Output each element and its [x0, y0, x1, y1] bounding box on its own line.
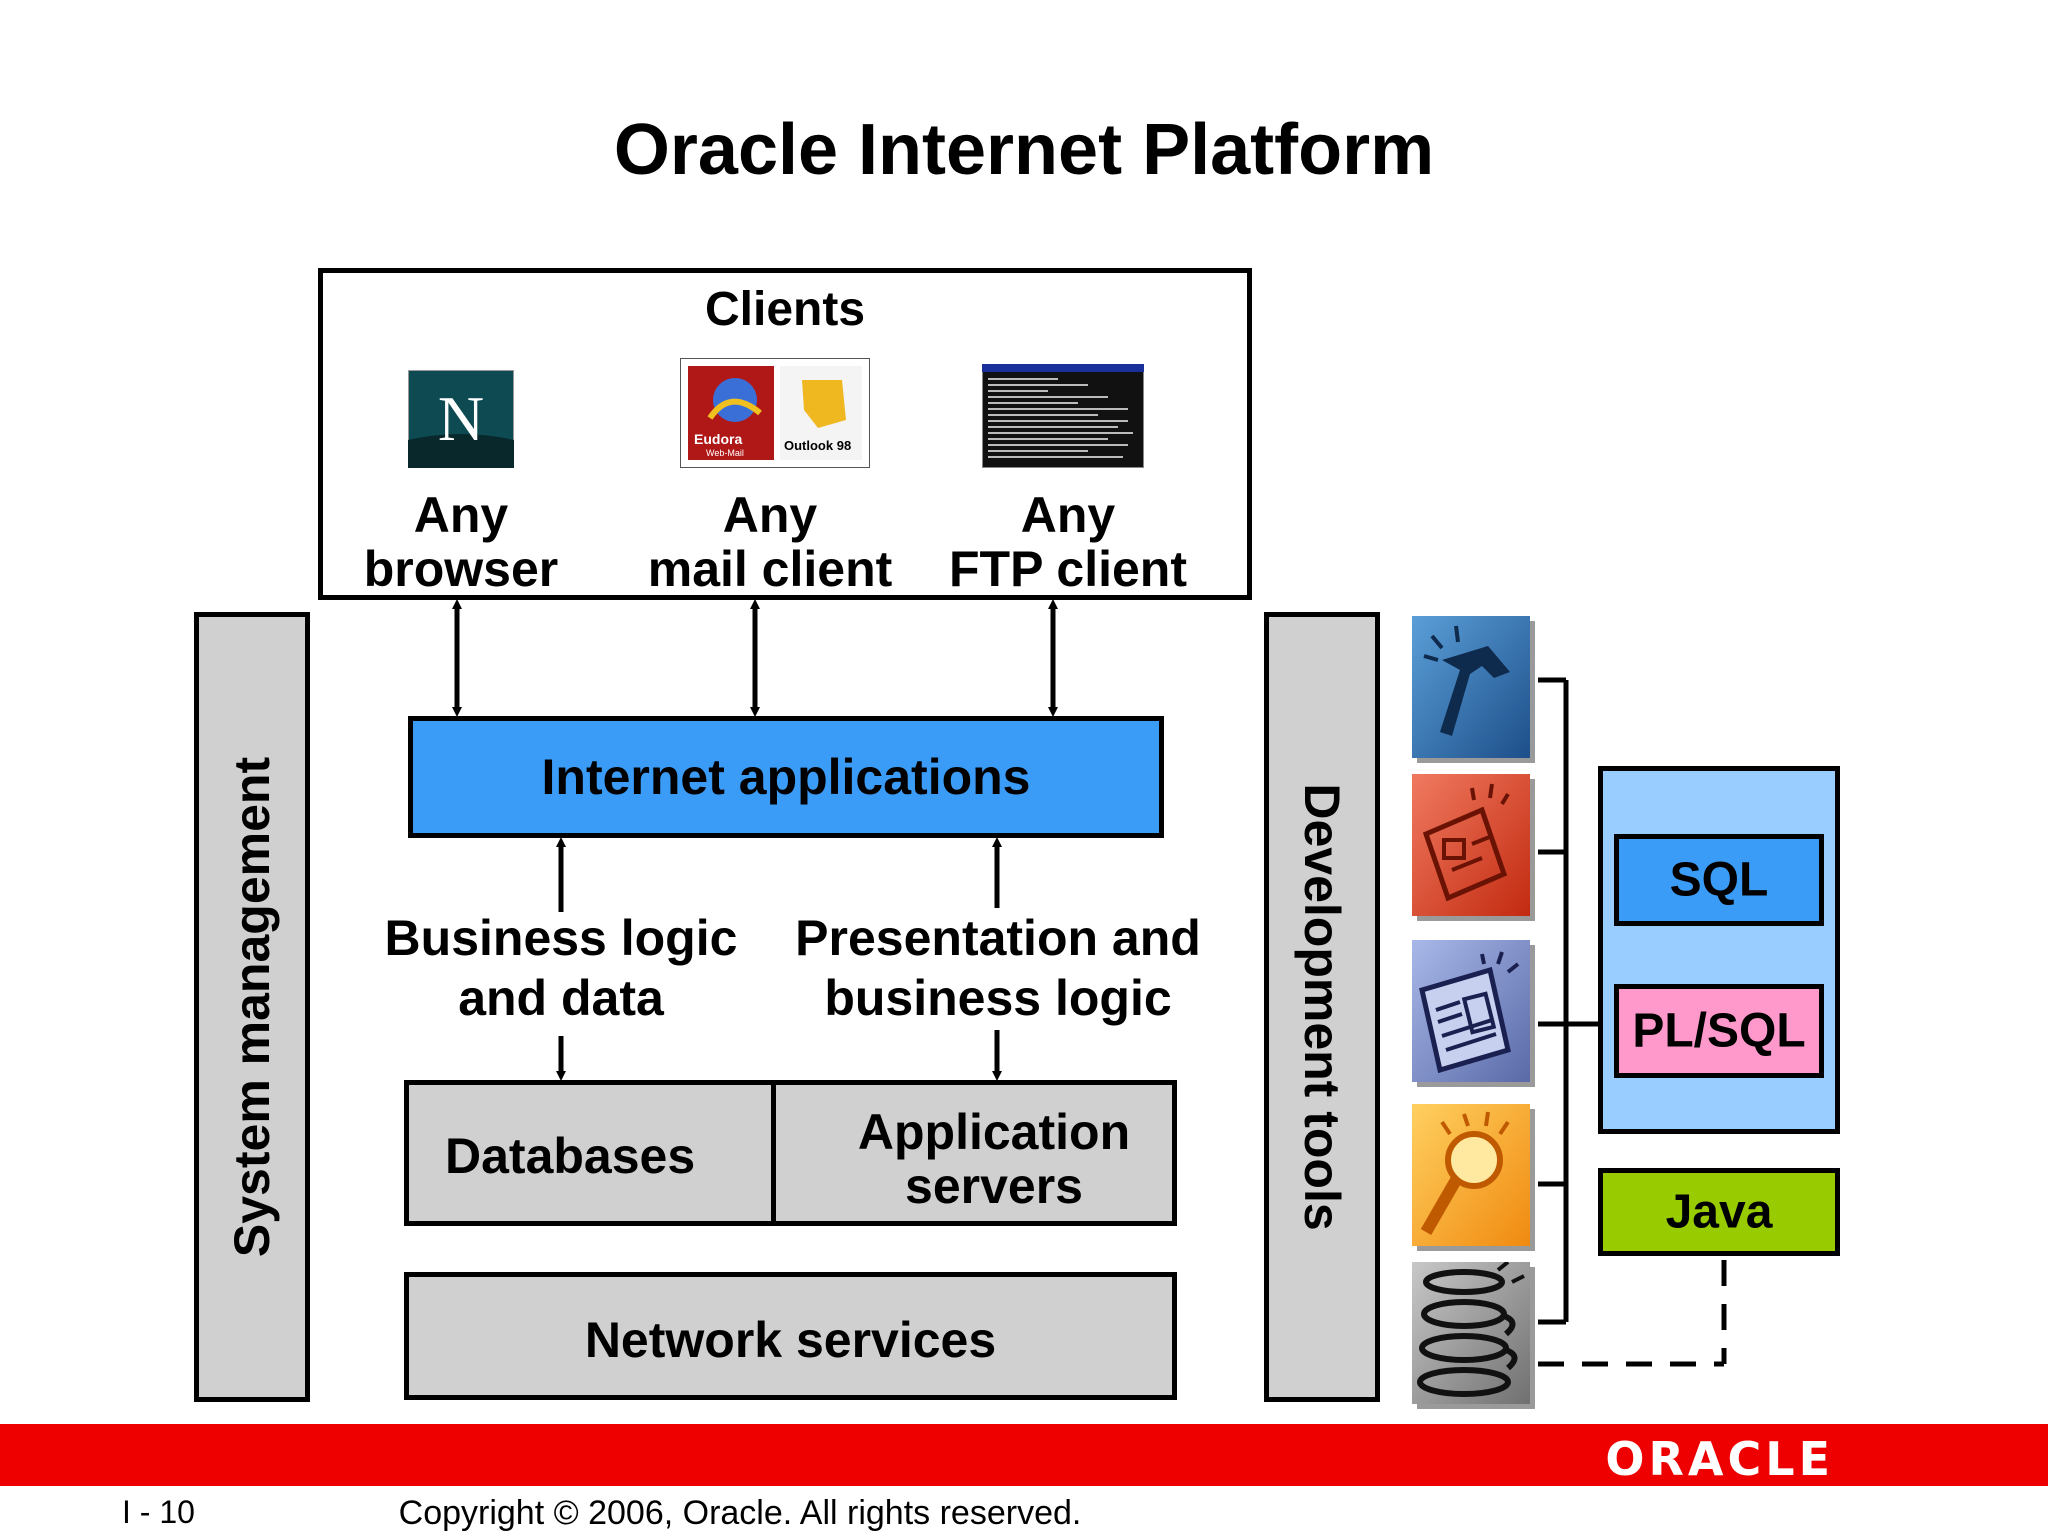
client-ftp-line1: Any: [1020, 487, 1116, 543]
application-servers-box: Application servers: [771, 1080, 1177, 1226]
client-browser-line2: browser: [363, 541, 559, 597]
page-title: Oracle Internet Platform: [613, 110, 1435, 190]
ftp-console-icon: [982, 364, 1144, 468]
client-ftp-line2: FTP client: [948, 541, 1187, 597]
netscape-icon: N: [408, 370, 514, 468]
oracle-logo: ORACLE: [1605, 1432, 1834, 1486]
internet-applications-label: Internet applications: [541, 749, 1031, 805]
network-services-label: Network services: [584, 1312, 997, 1368]
page-number: I - 10: [122, 1494, 195, 1530]
sql-box: SQL: [1614, 834, 1824, 926]
client-ftp-label: Any FTP client: [918, 488, 1218, 596]
eudora-text: Eudora: [694, 431, 742, 447]
footer-bar: [0, 1424, 2048, 1486]
sql-label: SQL: [1669, 853, 1769, 907]
webmail-text: Web-Mail: [706, 448, 744, 458]
business-logic-line2: and data: [458, 970, 664, 1026]
plsql-label: PL/SQL: [1632, 1004, 1806, 1058]
network-services-box: Network services: [404, 1272, 1177, 1400]
magnifier-icon: [1412, 1104, 1530, 1246]
client-mail-line2: mail client: [647, 541, 893, 597]
java-box: Java: [1598, 1168, 1840, 1256]
mail-clients-icon: Eudora Web-Mail Outlook 98: [680, 358, 870, 468]
application-servers-label: Application servers: [776, 1105, 1172, 1213]
client-mail-label: Any mail client: [620, 488, 920, 596]
system-management-bar: System management: [194, 612, 310, 1402]
client-browser-label: Any browser: [311, 488, 611, 596]
client-mail-line1: Any: [722, 487, 818, 543]
java-label: Java: [1665, 1185, 1773, 1239]
business-logic-label: Business logic and data: [366, 908, 756, 1028]
languages-group-box: [1598, 766, 1840, 1134]
hammer-icon: [1412, 616, 1530, 758]
plsql-box: PL/SQL: [1614, 984, 1824, 1078]
presentation-logic-line1: Presentation and: [795, 910, 1201, 966]
outlook-text: Outlook 98: [784, 438, 851, 453]
databases-box: Databases: [404, 1080, 776, 1226]
app-servers-line1: Application: [857, 1104, 1131, 1160]
presentation-logic-line2: business logic: [824, 970, 1172, 1026]
databases-label: Databases: [445, 1128, 696, 1184]
document-icon: [1412, 940, 1530, 1082]
copyright-text: Copyright © 2006, Oracle. All rights res…: [398, 1494, 1082, 1532]
app-servers-line2: servers: [905, 1158, 1083, 1214]
svg-text:N: N: [438, 383, 484, 454]
development-tools-bar: Development tools: [1264, 612, 1380, 1402]
presentation-logic-label: Presentation and business logic: [780, 908, 1216, 1028]
business-logic-line1: Business logic: [384, 910, 738, 966]
client-browser-line1: Any: [413, 487, 509, 543]
sketch-icon: [1412, 774, 1530, 916]
coffee-cups-icon: [1412, 1262, 1530, 1404]
clients-title: Clients: [704, 283, 866, 336]
internet-applications-box: [408, 716, 1164, 838]
